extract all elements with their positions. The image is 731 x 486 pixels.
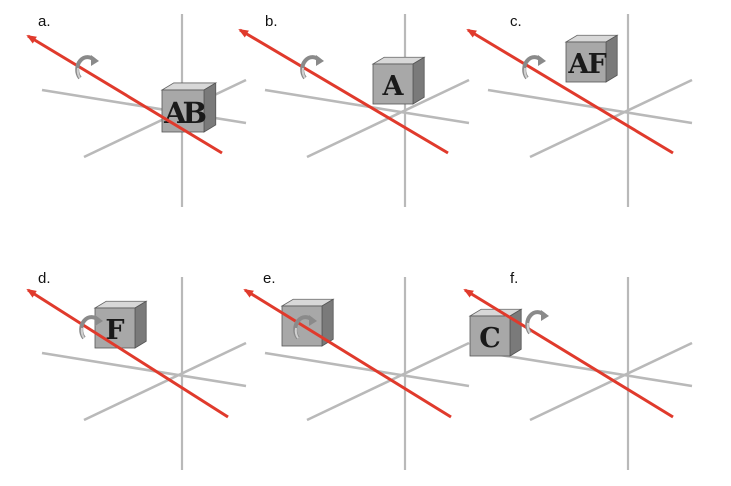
rotation-axis-arrow — [26, 34, 223, 155]
horizontal-axis-rod — [264, 351, 470, 388]
letter-cube: F — [93, 300, 148, 349]
depth-axis-rod — [83, 341, 247, 422]
cube-letter: F — [588, 49, 607, 80]
panel-label: e. — [263, 270, 276, 287]
letter-cube: C — [468, 308, 523, 357]
rotation-axis-arrow — [26, 288, 229, 419]
rotation-arrow-icon — [300, 55, 324, 80]
coordinate-axes — [264, 277, 470, 470]
rotation-axis-arrow — [243, 288, 452, 419]
depth-axis-rod — [529, 78, 693, 159]
panel-e: e. — [243, 270, 470, 470]
panel-label: a. — [38, 13, 51, 30]
panel-label: b. — [265, 13, 278, 30]
panel-f: Cf. — [463, 270, 693, 470]
rotation-arrow-icon — [293, 315, 317, 340]
panel-a: AB a. — [26, 13, 247, 207]
rotation-axis-arrow — [463, 288, 674, 419]
depth-axis-rod — [529, 341, 693, 422]
panel-c: AFc. — [466, 13, 693, 207]
depth-axis-rod — [306, 341, 470, 422]
rotation-arrow-icon — [525, 310, 549, 335]
cube-letter: F — [105, 315, 124, 346]
panel-d: Fd. — [26, 270, 247, 470]
rotation-arrow-icon — [522, 55, 546, 80]
horizontal-axis-rod — [487, 351, 693, 388]
coordinate-axes — [264, 14, 470, 207]
coordinate-axes — [487, 277, 693, 470]
panel-b: Ab. — [238, 13, 470, 207]
horizontal-axis-rod — [41, 351, 247, 388]
letter-cube: AB — [160, 82, 218, 133]
cube-letter: B — [183, 96, 208, 130]
cube-letter: C — [479, 323, 501, 354]
letter-cube: A — [371, 56, 426, 105]
rotation-arrow-icon — [75, 55, 99, 80]
cube-letter: A — [567, 49, 590, 80]
rotation-axis-arrow — [466, 28, 674, 155]
horizontal-axis-rod — [487, 88, 693, 125]
cube-letter: A — [382, 71, 405, 102]
coordinate-axes — [487, 14, 693, 207]
panel-label: f. — [510, 270, 518, 287]
rotation-axis-arrow — [238, 28, 449, 155]
coordinate-axes — [41, 277, 247, 470]
rotation-arrow-icon — [79, 315, 103, 340]
letter-cube: AF — [564, 34, 619, 83]
panel-label: d. — [38, 270, 51, 287]
panel-label: c. — [510, 13, 522, 30]
